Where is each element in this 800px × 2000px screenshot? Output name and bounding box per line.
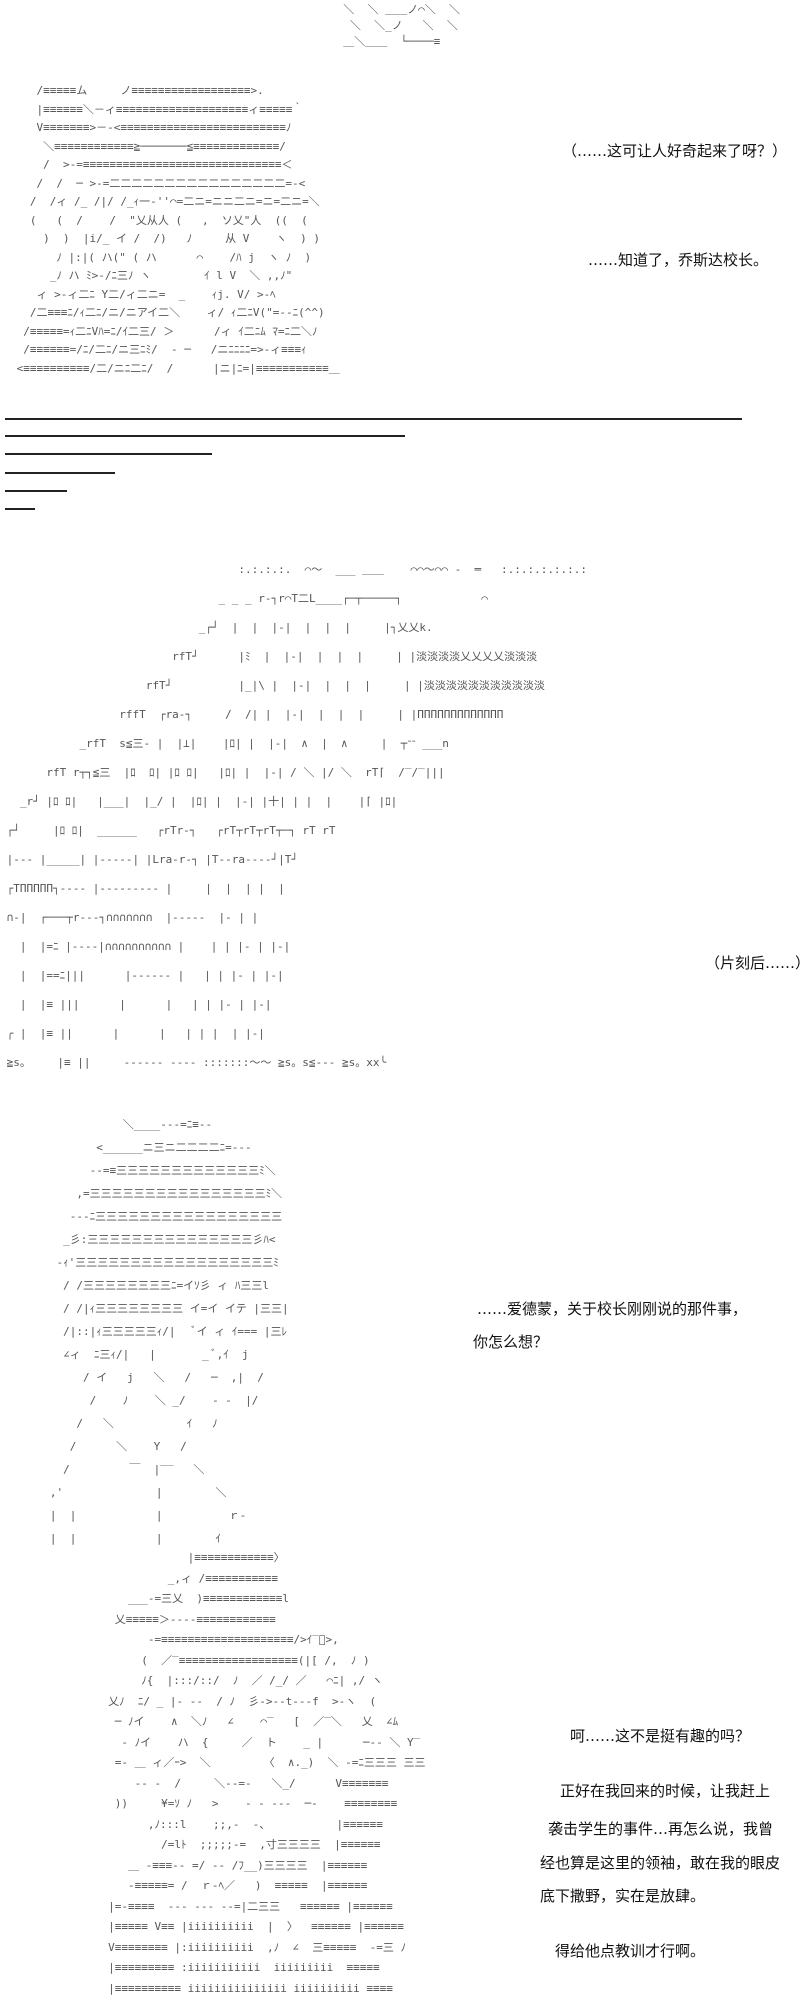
dialogue-text: 经也算是这里的领袖，敢在我的眼皮 [540,1854,781,1872]
ascii-art-headmaster-portrait: |≡≡≡≡≡≡≡≡≡≡≡≡〉 _,ィ /≡≡≡≡≡≡≡≡≡≡≡ ___‐=三乂 … [108,1551,426,1995]
dialogue-text: 正好在我回来的时候，让我赶上 [560,1782,771,1800]
thought-bubble-text: （……这可让人好奇起来了呀？） [562,142,788,160]
dialogue-text: 底下撒野，实在是放肆。 [540,1887,706,1905]
dialogue-text: ……知道了，乔斯达校长。 [588,251,769,269]
divider-rule [5,472,115,474]
dialogue-text: 呵……这不是挺有趣的吗？ [570,1727,751,1745]
dialogue-text: ……爱德蒙，关于校长刚刚说的那件事， [477,1300,748,1318]
ascii-art-pillars-panel: /≡≡≡≡≡ム ノ≡≡≡≡≡≡≡≡≡≡≡≡≡≡≡≡≡≡>. |≡≡≡≡≡≡＼－ィ… [16,84,340,375]
dialogue-text: 你怎么想？ [473,1333,549,1351]
divider-rule [5,490,67,492]
narration-caption: （片刻后……） [705,954,800,972]
ascii-art-sky: ＼ ＼ ＿＿ノ⌒＼ ＼ ＼ ＼_ノ ＼ ＼ ＿＼＿＿ └────≡ [343,3,460,48]
dialogue-text: 袭击学生的事件…再怎么说，我曾 [548,1820,774,1838]
ascii-art-boy-portrait: ＼____‐‐‐=ﾆ≡-‐ <______ニ三ニ二二二二ﾆ=--‐ ‐‐=≡三三… [49,1118,289,1545]
divider-rule [5,508,35,510]
divider-rule [5,418,742,420]
divider-rule [5,435,405,437]
dialogue-text: 得给他点教训才行啊。 [555,1942,706,1960]
divider-rule [5,453,212,455]
ascii-art-castle-town: :.:.:.:. ⌒～ ___ ＿＿ ⌒⌒～⌒⌒ ‐ ═ :.:.:.:.:.:… [6,563,588,1069]
